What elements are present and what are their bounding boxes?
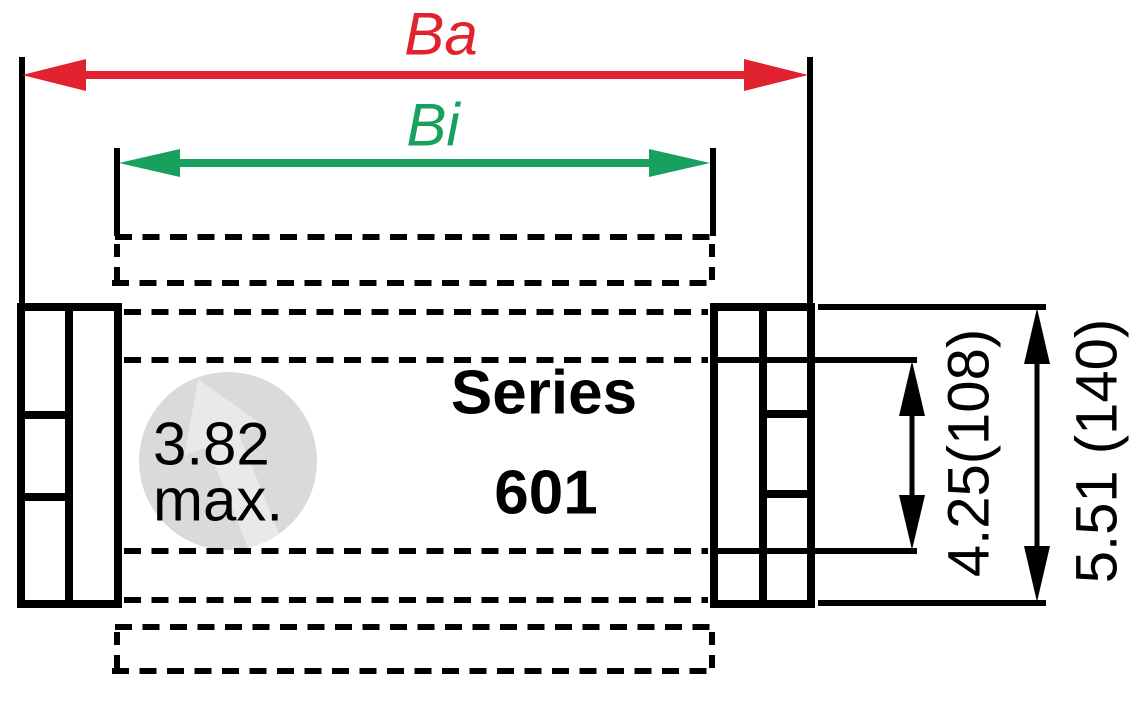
series-title-line2: 601 bbox=[494, 458, 598, 528]
series-title-line1: Series bbox=[450, 358, 638, 428]
inner-width-dimension-label: Bi bbox=[406, 91, 460, 159]
inner-width-dimension-arrow bbox=[119, 149, 710, 177]
left-side-link-cross-section bbox=[17, 303, 122, 608]
outer-width-dimension-label: Ba bbox=[404, 0, 478, 68]
chain-body-dashed-outline bbox=[112, 234, 716, 674]
extension-lines bbox=[19, 57, 1046, 606]
pitch-value-label: 3.82 bbox=[153, 410, 270, 478]
outer-height-dimension-label: 5.51 (140) bbox=[1064, 318, 1130, 584]
outer-width-dimension-arrow bbox=[22, 59, 808, 91]
right-side-link-cross-section bbox=[710, 303, 815, 608]
inner-height-dimension-label: 4.25(108) bbox=[936, 328, 1002, 578]
inner-height-dimension-arrow bbox=[899, 361, 925, 550]
outer-height-dimension-arrow bbox=[1024, 308, 1050, 602]
pitch-arrow-watermark-icon bbox=[184, 379, 280, 549]
pitch-suffix-label: max. bbox=[153, 466, 284, 534]
